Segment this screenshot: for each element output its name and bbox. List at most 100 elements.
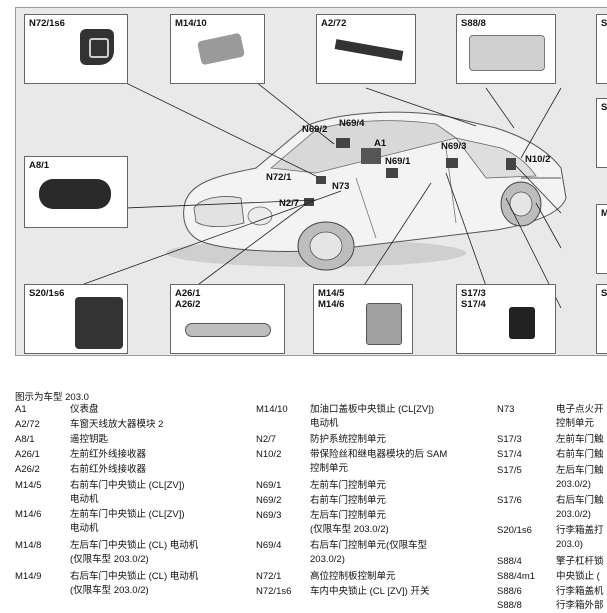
callout-code: S20/1s6 [29, 288, 65, 299]
callout-code: A8/1 [29, 160, 50, 171]
legend-desc-line2: 控制单元 [556, 418, 595, 429]
legend-desc-line2: 电动机 [70, 494, 99, 505]
legend-code: S17/6 [497, 495, 522, 506]
legend-code: A1 [15, 404, 27, 415]
legend-code: S88/4m1 [497, 571, 536, 582]
callout-code: S [601, 18, 607, 29]
legend-code: N69/1 [256, 480, 282, 491]
legend-desc-line2: 203.0) [556, 539, 583, 550]
callout-right-edge-3: M [596, 204, 607, 274]
vehicle-component-figure: N72/1s6 M14/10 A2/72 S88/8 A8/1 S20/1s6 … [15, 7, 607, 356]
callout-code: S88/8 [461, 18, 486, 29]
callout-code: A2/72 [321, 18, 347, 29]
legend-code: S88/6 [497, 586, 522, 597]
legend-desc: 车内中央锁止 (CL [ZV]) 开关 [310, 586, 430, 597]
door-lock-motor-icon [366, 303, 402, 345]
legend-desc: 左前车门中央锁止 (CL[ZV]) [70, 509, 185, 520]
callout-s20-1s6: S20/1s6 [24, 284, 128, 354]
legend-desc: 左前车门触 [556, 434, 604, 445]
label-n69-2: N69/2 [302, 124, 328, 135]
legend-desc: 左前车门控制单元 [310, 480, 387, 491]
legend-code: N10/2 [256, 449, 282, 460]
callout-a2-72: A2/72 [316, 14, 416, 84]
callout-a26: A26/1 A26/2 [170, 284, 285, 354]
label-n69-4: N69/4 [339, 118, 365, 129]
legend-code: M14/8 [15, 540, 42, 551]
legend-desc: 车窗天线放大器模块 2 [70, 419, 164, 430]
window-switch-panel-icon [75, 297, 123, 349]
legend-desc: 仪表盘 [70, 404, 99, 415]
legend-code: N2/7 [256, 434, 277, 445]
legend-code: S88/4 [497, 556, 522, 567]
antenna-module-icon [334, 39, 404, 61]
legend-desc-line2: (仅限车型 203.0/2) [70, 585, 149, 596]
legend-desc-line2: (仅限车型 203.0/2) [310, 524, 389, 535]
callout-right-edge-2: S [596, 98, 607, 168]
legend-code: A2/72 [15, 419, 40, 430]
trunk-switch-icon [469, 35, 545, 71]
actuator-icon [196, 32, 246, 66]
legend-desc: 高位控制板控制单元 [310, 571, 396, 582]
legend-desc-line2: 电动机 [310, 418, 339, 429]
legend-desc: 防护系统控制单元 [310, 434, 387, 445]
legend-desc: 右后车门控制单元(仅限车型 [310, 540, 428, 551]
callout-right-edge-4: S [596, 284, 607, 354]
remote-key-icon [39, 179, 111, 209]
legend-code: S88/8 [497, 600, 522, 611]
label-n10-2: N10/2 [525, 154, 551, 165]
callout-code: S [601, 288, 607, 299]
legend-desc: 行李箱盖机 [556, 586, 604, 597]
legend-code: A26/1 [15, 449, 40, 460]
legend-code: N69/2 [256, 495, 282, 506]
legend-desc: 行李箱外部 [556, 600, 604, 611]
legend-desc: 左后车门触 [556, 465, 604, 476]
legend-code: A8/1 [15, 434, 35, 445]
label-n69-1: N69/1 [385, 156, 411, 167]
label-n2-7: N2/7 [279, 198, 300, 209]
door-handle-icon [185, 323, 271, 337]
legend-code: N69/3 [256, 510, 282, 521]
legend-desc: 行李箱盖打 [556, 525, 604, 536]
callout-right-edge-1: S [596, 14, 607, 84]
legend-desc: 带保险丝和继电器模块的后 SAM [310, 449, 448, 460]
legend-code: A26/2 [15, 464, 40, 475]
legend-desc: 右前车门控制单元 [310, 495, 387, 506]
legend-desc-line2: 203.0/2) [310, 554, 345, 565]
legend-desc: 左后车门中央锁止 (CL) 电动机 [70, 540, 199, 551]
callout-code: M14/5 M14/6 [318, 288, 345, 310]
legend-desc: 擎子杠杆锁 [556, 556, 604, 567]
callout-m14-10: M14/10 [170, 14, 265, 84]
figure-caption: 图示为车型 203.0 [15, 392, 89, 403]
legend-desc: 左后车门控制单元 [310, 510, 387, 521]
label-n72-1: N72/1 [266, 172, 292, 183]
callout-code: S [601, 102, 607, 113]
callout-s17: S17/3 S17/4 [456, 284, 556, 354]
legend-desc-line2: 电动机 [70, 523, 99, 534]
legend-desc: 电子点火开 [556, 404, 604, 415]
legend-code: M14/10 [256, 404, 288, 415]
label-n69-3: N69/3 [441, 141, 467, 152]
legend-desc: 左前红外线接收器 [70, 449, 147, 460]
legend-code: N72/1 [256, 571, 282, 582]
car-illustration [83, 77, 567, 309]
callout-m14-56: M14/5 M14/6 [313, 284, 413, 354]
legend-desc: 右前红外线接收器 [70, 464, 147, 475]
legend-desc-line2: 控制单元 [310, 463, 349, 474]
legend-code: N69/4 [256, 540, 282, 551]
switch-icon [80, 29, 114, 65]
callout-code: N72/1s6 [29, 18, 65, 29]
callout-s88-8: S88/8 [456, 14, 556, 84]
legend-code: M14/5 [15, 480, 42, 491]
legend-code: S17/5 [497, 465, 522, 476]
legend-code: M14/6 [15, 509, 42, 520]
legend-code: S17/3 [497, 434, 522, 445]
legend-desc: 右前车门中央锁止 (CL[ZV]) [70, 480, 185, 491]
legend-desc: 遥控钥匙 [70, 434, 109, 445]
label-a1: A1 [374, 138, 387, 149]
legend-code: N73 [497, 404, 515, 415]
callout-a8-1: A8/1 [24, 156, 128, 228]
legend-desc: 右前车门触 [556, 449, 604, 460]
callout-n72-1s6: N72/1s6 [24, 14, 128, 84]
legend-code: S17/4 [497, 449, 522, 460]
legend-code: N72/1s6 [256, 586, 292, 597]
